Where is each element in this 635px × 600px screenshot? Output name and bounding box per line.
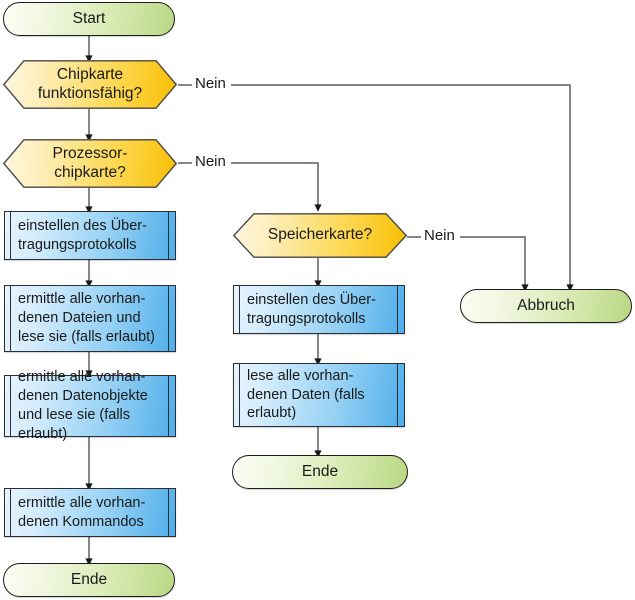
process-sidebar-left <box>10 212 11 259</box>
decision-speicherkarte-label: Speicherkarte? <box>267 226 373 244</box>
terminal-abbruch[interactable]: Abbruch <box>460 289 632 323</box>
process-left-4-label: ermittle alle vorhan- denen Kommandos <box>18 494 146 530</box>
process-ermittle-kommandos[interactable]: ermittle alle vorhan- denen Kommandos <box>4 488 176 537</box>
edge-prozessor-nein-to-speicherkarte <box>231 162 322 212</box>
process-einstellen-uebertragungsprotokolls-left[interactable]: einstellen des Über- tragungsprotokolls <box>4 211 176 260</box>
process-sidebar-left <box>239 364 240 426</box>
decision-chipkarte-funktionsfaehig[interactable]: Chipkarte funktionsfähig? <box>3 60 177 109</box>
process-sidebar-right <box>168 286 169 351</box>
edge-label-nein-speicherkarte: Nein <box>424 227 455 244</box>
decision-prozessor-label: Prozessor- chipkarte? <box>52 145 128 181</box>
process-lese-daten[interactable]: lese alle vorhan- denen Daten (falls erl… <box>233 363 405 427</box>
process-sidebar-right <box>168 489 169 536</box>
terminal-ende-mid-label: Ende <box>301 463 339 480</box>
decision-speicherkarte[interactable]: Speicherkarte? <box>233 213 407 258</box>
terminal-start[interactable]: Start <box>3 2 175 36</box>
process-left-3-label: ermittle alle vorhan- denen Datenobjekte… <box>18 369 148 442</box>
decision-prozessorchipkarte[interactable]: Prozessor- chipkarte? <box>3 139 177 188</box>
edge-label-nein-chipkarte: Nein <box>195 75 226 92</box>
process-left-2-label: ermittle alle vorhan- denen Dateien und … <box>18 291 155 345</box>
process-sidebar-left <box>10 376 11 436</box>
edge-speicherkarte-nein-to-abbruch <box>460 236 529 292</box>
process-ermittle-datenobjekte[interactable]: ermittle alle vorhan- denen Datenobjekte… <box>4 369 176 442</box>
process-ermittle-dateien[interactable]: ermittle alle vorhan- denen Dateien und … <box>4 285 176 352</box>
process-mid-1-label: einstellen des Über- tragungsprotokolls <box>247 291 376 327</box>
edge-label-nein-prozessor: Nein <box>195 153 226 170</box>
terminal-ende-mid[interactable]: Ende <box>232 455 408 489</box>
process-sidebar-left <box>239 286 240 333</box>
terminal-abbruch-label: Abbruch <box>517 297 575 314</box>
terminal-ende-left[interactable]: Ende <box>3 563 175 597</box>
terminal-start-label: Start <box>72 10 106 27</box>
process-einstellen-uebertragungsprotokolls-mid[interactable]: einstellen des Über- tragungsprotokolls <box>233 285 405 334</box>
process-sidebar-left <box>10 489 11 536</box>
process-sidebar-right <box>397 286 398 333</box>
process-sidebar-right <box>168 212 169 259</box>
process-left-1-label: einstellen des Über- tragungsprotokolls <box>18 217 147 253</box>
process-sidebar-right <box>168 376 169 436</box>
process-sidebar-left <box>10 286 11 351</box>
process-sidebar-right <box>397 364 398 426</box>
decision-chipkarte-label: Chipkarte funktionsfähig? <box>37 66 143 102</box>
terminal-ende-left-label: Ende <box>70 571 108 588</box>
process-mid-2-label: lese alle vorhan- denen Daten (falls erl… <box>247 367 365 422</box>
